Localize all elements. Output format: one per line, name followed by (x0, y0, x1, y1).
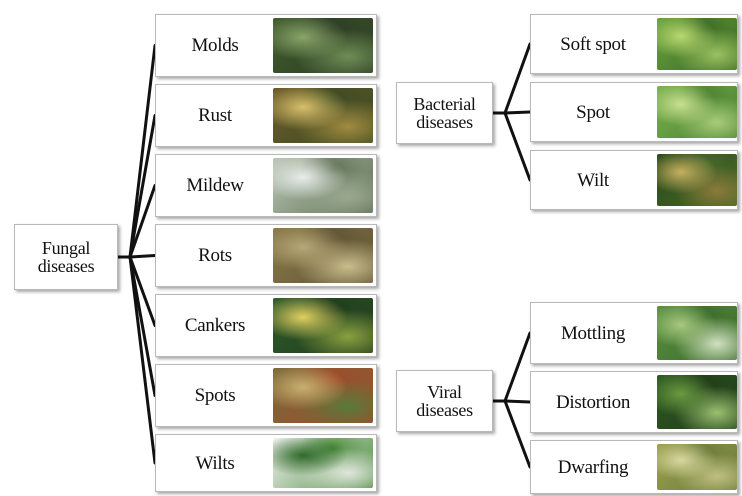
rust-photo (273, 88, 373, 143)
viral-label-line-2: diseases (416, 400, 473, 420)
wilt-photo (657, 154, 737, 206)
fungal-item-mildew: Mildew (155, 154, 377, 217)
bacterial-item-label: Spot (576, 101, 610, 123)
fungal-item-label: Rust (198, 105, 232, 126)
fungal-item-label: Rots (198, 245, 232, 266)
viral-diseases-node: Viral diseases (396, 370, 493, 432)
rots-photo (273, 228, 373, 283)
viral-item-distortion: Distortion (530, 371, 738, 433)
fungal-branch-line-2 (128, 114, 157, 259)
viral-item-mottling: Mottling (530, 302, 738, 364)
bacterial-item-soft-spot: Soft spot (530, 14, 738, 74)
bacterial-branch-line-2 (503, 110, 532, 115)
bacterial-label-line-1: Bacterial (413, 94, 476, 114)
fungal-branch-line-4 (128, 254, 157, 259)
fungal-item-rust: Rust (155, 84, 377, 147)
fungal-item-wilts: Wilts (155, 434, 377, 492)
viral-item-label: Dwarfing (557, 456, 629, 478)
fungal-diseases-node: Fungal diseases (14, 224, 118, 290)
bacterial-item-spot: Spot (530, 82, 738, 142)
fungal-branch-line-7 (128, 255, 157, 465)
fungal-item-rots: Rots (155, 224, 377, 287)
viral-branch-line-2 (503, 399, 532, 404)
viral-item-label: Mottling (560, 322, 626, 344)
fungal-label-line-1: Fungal (41, 238, 91, 258)
fungal-item-spots: Spots (155, 364, 377, 427)
fungal-label-line-2: diseases (37, 256, 95, 276)
soft-spot-photo (657, 18, 737, 70)
fungal-branch-line-1 (128, 44, 157, 259)
bacterial-item-label: Soft spot (560, 33, 626, 55)
cankers-photo (273, 298, 373, 353)
fungal-branch-line-3 (128, 184, 157, 259)
fungal-item-cankers: Cankers (155, 294, 377, 357)
wilts-photo (273, 438, 373, 488)
viral-branch-line-1 (503, 331, 532, 403)
viral-branch-line-3 (503, 399, 532, 469)
bacterial-branch-line-3 (503, 111, 532, 182)
bacterial-label-line-2: diseases (416, 112, 473, 132)
bacterial-item-wilt: Wilt (530, 150, 738, 210)
fungal-item-label: Wilts (195, 452, 235, 474)
bacterial-diseases-node: Bacterial diseases (396, 82, 493, 144)
viral-item-dwarfing: Dwarfing (530, 440, 738, 494)
viral-label-line-1: Viral (427, 382, 462, 402)
fungal-item-label: Mildew (186, 175, 244, 196)
bacterial-item-label: Wilt (577, 169, 609, 191)
fungal-branch-line-5 (128, 255, 157, 327)
mildew-photo (273, 158, 373, 213)
fungal-item-label: Cankers (184, 315, 246, 336)
distortion-photo (657, 375, 737, 429)
dwarfing-photo (657, 444, 737, 490)
spot-photo (657, 86, 737, 138)
mottling-photo (657, 306, 737, 360)
viral-item-label: Distortion (555, 391, 631, 413)
bacterial-branch-line-1 (503, 42, 532, 115)
fungal-item-label: Molds (191, 35, 239, 56)
fungal-item-molds: Molds (155, 14, 377, 77)
molds-photo (273, 18, 373, 73)
fungal-item-label: Spots (194, 385, 236, 406)
spots-photo (273, 368, 373, 423)
